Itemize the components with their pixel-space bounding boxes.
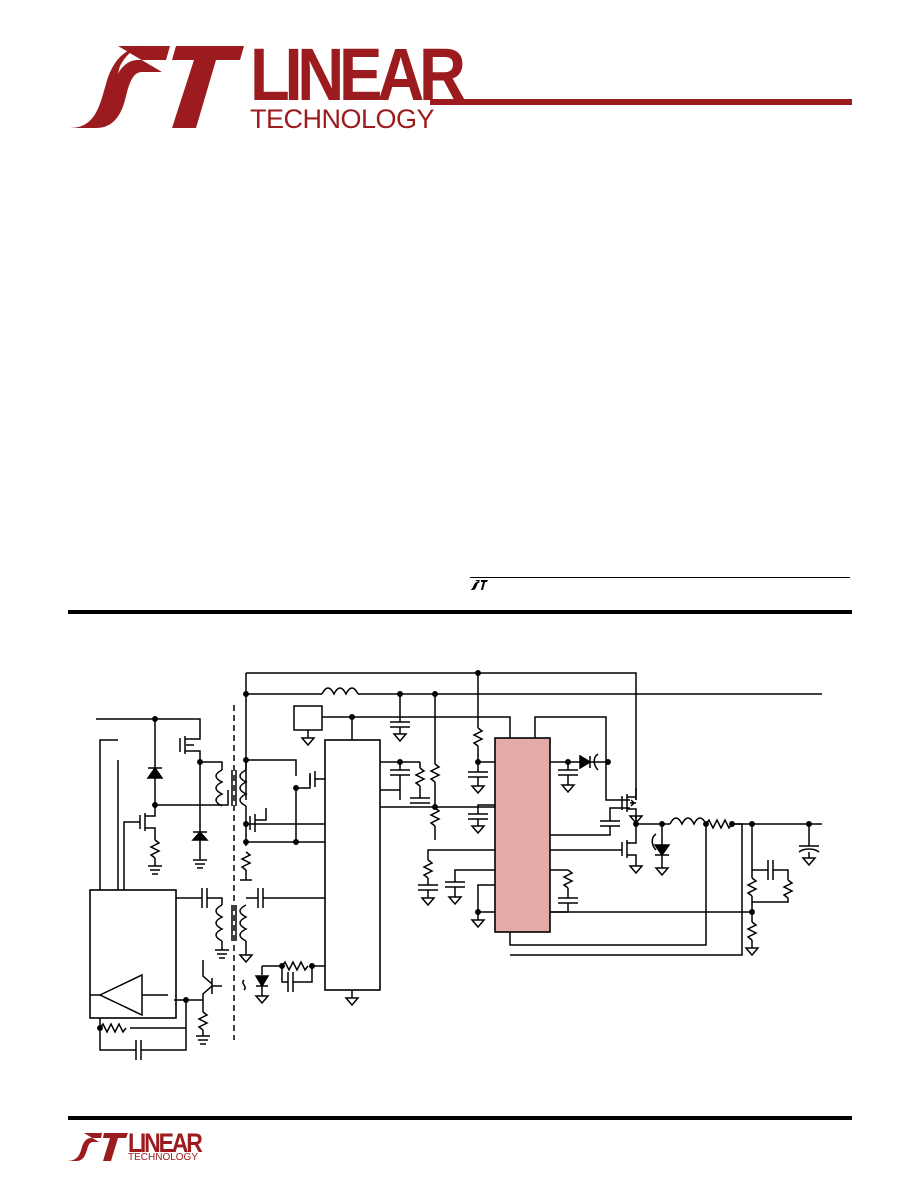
typical-application-schematic [89, 670, 822, 1060]
thin-rule [470, 577, 850, 578]
footer-lt-logo-mark [67, 1133, 128, 1161]
controller-ic [494, 737, 551, 933]
lt-logo-mark [70, 46, 244, 128]
logo-word-technology: TECHNOLOGY [250, 104, 435, 134]
header-rule [430, 99, 852, 105]
footer-logo-word-linear: LINEAR [128, 1128, 203, 1158]
section-rule [68, 610, 852, 614]
footer-rule [68, 1116, 852, 1120]
lt-small-mark [470, 580, 488, 590]
footer-logo-word-technology: TECHNOLOGY [128, 1152, 199, 1163]
